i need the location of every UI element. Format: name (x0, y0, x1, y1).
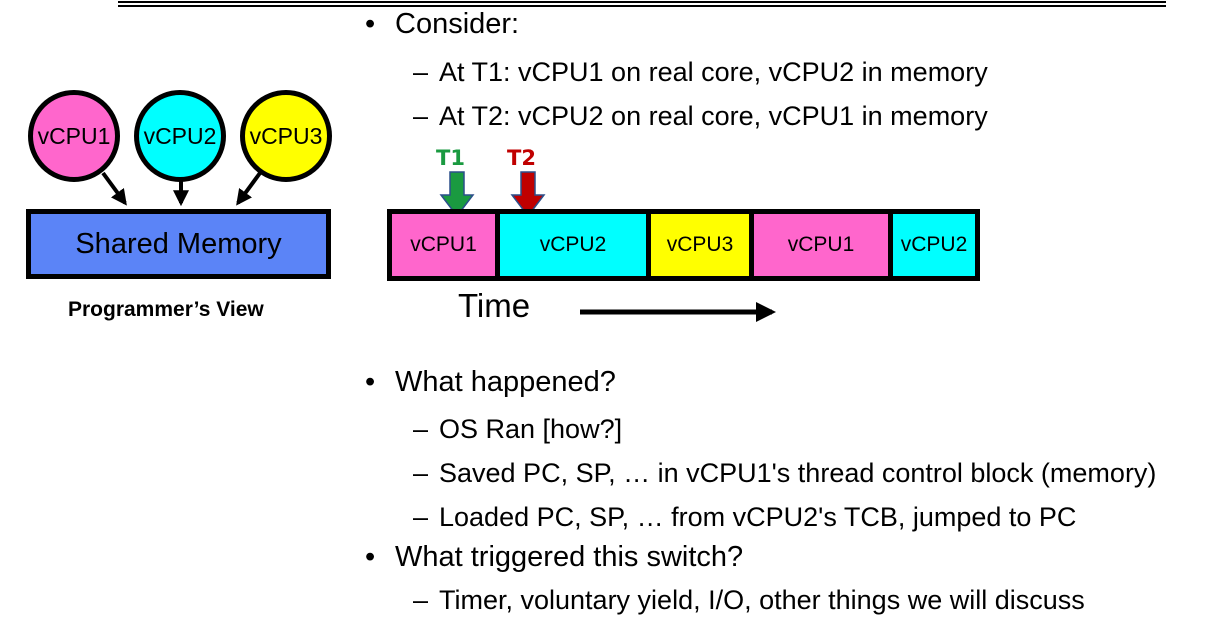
sub-bullet: At T2: vCPU2 on real core, vCPU1 in memo… (413, 101, 988, 132)
vcpu2-circle: vCPU2 (134, 90, 226, 182)
vcpu3-circle: vCPU3 (240, 90, 332, 182)
t2-marker-arrow (510, 171, 546, 218)
arrow-vcpu1-to-memory (101, 171, 127, 206)
sub-bullet: Timer, voluntary yield, I/O, other thing… (413, 585, 1085, 616)
t1-marker-arrow (439, 171, 475, 218)
sub-bullet: At T1: vCPU1 on real core, vCPU2 in memo… (413, 57, 988, 88)
vcpu1-circle: vCPU1 (28, 90, 120, 182)
bullet-trigger: What triggered this switch? (365, 541, 743, 574)
time-label: Time (458, 287, 531, 324)
t1-label: T1 (436, 146, 465, 170)
sub-bullet: OS Ran [how?] (413, 414, 622, 445)
title-rule-top (118, 1, 1166, 3)
programmers-view-caption: Programmer’s View (68, 298, 264, 321)
arrow-vcpu3-to-memory (236, 171, 262, 206)
shared-memory-box: Shared Memory (26, 209, 331, 279)
sub-bullet: Saved PC, SP, … in vCPU1's thread contro… (413, 458, 1156, 489)
t2-label: T2 (507, 146, 536, 170)
timeline-segment: vCPU1 (749, 214, 888, 276)
timeline-segment: vCPU3 (646, 214, 749, 276)
timeline-segment: vCPU1 (392, 214, 495, 276)
bullet-consider: Consider: (365, 8, 519, 41)
bullet-what-happened: What happened? (365, 366, 616, 399)
timeline-segment: vCPU2 (495, 214, 646, 276)
sub-bullet: Loaded PC, SP, … from vCPU2's TCB, jumpe… (413, 502, 1076, 533)
title-rule-bottom (118, 5, 1166, 7)
timeline-segment: vCPU2 (888, 214, 975, 276)
cpu-timeline: vCPU1 vCPU2 vCPU3 vCPU1 vCPU2 (387, 209, 980, 281)
